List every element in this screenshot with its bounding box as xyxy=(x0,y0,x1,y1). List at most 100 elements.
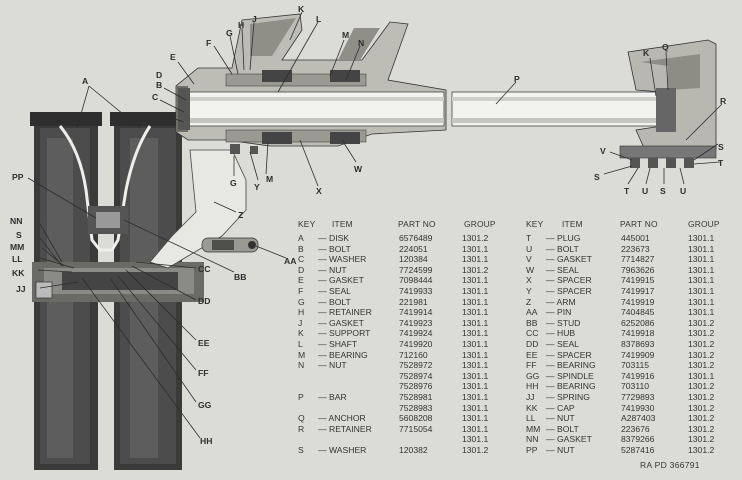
row-item: — PIN xyxy=(546,307,572,318)
shaft-right xyxy=(451,91,663,127)
row-item: — SHAFT xyxy=(318,338,358,349)
row-group: 1301.1 xyxy=(462,381,489,392)
row-item: — BAR xyxy=(318,391,347,402)
row-group: 1301.1 xyxy=(462,402,489,413)
callout-N: N xyxy=(358,38,364,48)
header-part: PART NO xyxy=(398,219,436,229)
row-group: 1301.2 xyxy=(688,423,715,434)
callout-B: B xyxy=(156,80,162,90)
row-part: 7419916 xyxy=(621,370,655,381)
row-key: E xyxy=(298,275,304,286)
row-item: — SEAL xyxy=(318,285,351,296)
figure-credit: RA PD 366791 xyxy=(640,460,700,470)
row-key: FF xyxy=(526,360,537,371)
row-key: HH xyxy=(526,381,539,392)
track-wheel xyxy=(30,112,204,470)
row-key: V xyxy=(526,254,532,265)
row-group: 1301.1 xyxy=(462,307,489,318)
callout-J: J xyxy=(252,14,257,24)
row-item: — PLUG xyxy=(546,233,581,243)
row-item: — NUT xyxy=(318,264,347,275)
row-item: — SPACER xyxy=(546,275,592,286)
row-part: 7404845 xyxy=(621,307,655,318)
callout-FF: FF xyxy=(198,368,209,378)
callout-S-right: S xyxy=(718,142,724,152)
row-group: 1301.1 xyxy=(688,307,715,318)
row-key: P xyxy=(298,391,304,402)
row-key: C xyxy=(298,254,305,265)
row-key: Q xyxy=(298,413,305,424)
callout-A: A xyxy=(82,76,88,86)
row-part: 7419909 xyxy=(621,349,655,360)
row-part: 7419919 xyxy=(621,296,655,307)
row-group: 1301.1 xyxy=(462,296,489,307)
row-part: 120384 xyxy=(399,254,428,265)
row-item: — ANCHOR xyxy=(318,413,366,424)
row-item: — BOLT xyxy=(546,243,579,254)
row-key: BB xyxy=(526,317,538,328)
callout-BB: BB xyxy=(234,272,246,282)
callout-F: F xyxy=(206,38,211,48)
row-part: 7715054 xyxy=(399,423,433,434)
row-key: AA xyxy=(526,307,538,318)
callout-GG: GG xyxy=(198,400,212,410)
row-item: — RETAINER xyxy=(318,423,372,434)
row-part: 5608208 xyxy=(399,413,433,424)
callout-K: K xyxy=(298,4,305,14)
row-item: — GASKET xyxy=(546,434,592,445)
row-item: — BEARING xyxy=(546,360,596,371)
row-group: 1301.1 xyxy=(462,423,489,434)
row-item: — ARM xyxy=(546,296,576,307)
row-part: 7419923 xyxy=(399,317,433,328)
row-key: A xyxy=(298,233,304,243)
row-group: 1301.2 xyxy=(688,391,715,402)
callout-labels: A B C D E F G H J K L M N P K Q R S T V … xyxy=(10,4,727,446)
row-part: 7528974 xyxy=(399,370,433,381)
row-group: 1301.1 xyxy=(462,275,489,286)
row-part: 7528981 xyxy=(399,391,433,402)
header-part: PART NO xyxy=(620,219,658,229)
row-group: 1301.1 xyxy=(462,391,489,402)
row-key: Z xyxy=(526,296,532,307)
row-group: 1301.1 xyxy=(688,243,715,254)
row-group: 1301.1 xyxy=(688,285,715,296)
row-key: Y xyxy=(526,285,532,296)
callout-Z: Z xyxy=(238,210,243,220)
row-item: — BOLT xyxy=(546,423,579,434)
table-row: Q — ANCHOR 5608208 1301.1 xyxy=(298,413,508,424)
row-key: DD xyxy=(526,338,539,349)
row-part: 7528983 xyxy=(399,402,433,413)
row-part: 7714827 xyxy=(621,254,655,265)
row-group: 1301.2 xyxy=(462,233,489,243)
row-group: 1301.2 xyxy=(688,338,715,349)
row-group: 1301.1 xyxy=(688,370,715,381)
callout-G-top: G xyxy=(226,28,233,38)
row-group: 1301.1 xyxy=(688,233,715,243)
row-key: M xyxy=(298,349,306,360)
callout-S-left: S xyxy=(594,172,600,182)
row-key: X xyxy=(526,275,532,286)
row-group: 1301.1 xyxy=(688,275,715,286)
row-key: U xyxy=(526,243,533,254)
callout-H: H xyxy=(238,20,244,30)
callout-Y: Y xyxy=(254,182,260,192)
leader-lines xyxy=(27,11,723,439)
row-part: 7419933 xyxy=(399,285,433,296)
callout-U-right: U xyxy=(680,186,686,196)
row-item: — NUT xyxy=(546,413,575,424)
row-group: 1301.2 xyxy=(688,317,715,328)
row-item: — DISK xyxy=(318,233,350,243)
row-group: 1301.1 xyxy=(462,413,489,424)
